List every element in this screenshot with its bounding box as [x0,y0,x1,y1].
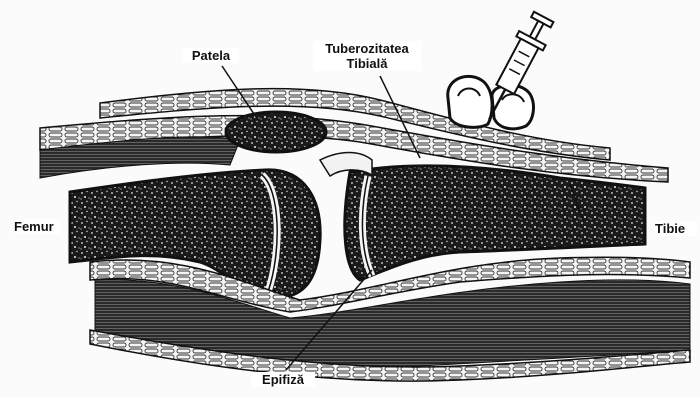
label-epifiza: Epifiză [251,372,315,387]
label-tibie: Tibie [655,221,697,236]
finger-icon [448,76,534,128]
label-patela: Patela [183,48,239,63]
label-tuberozitatea-line2: Tibială [313,56,421,71]
label-tuberozitatea-line1: Tuberozitatea [313,41,421,56]
label-tuberozitatea-tibiala: Tuberozitatea Tibială [313,41,421,71]
patella-bone [226,112,326,152]
label-femur: Femur [14,219,60,234]
